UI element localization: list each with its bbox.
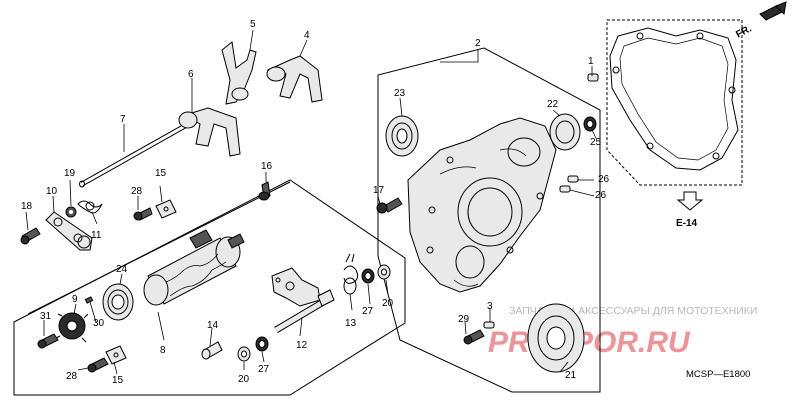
bolt-18 xyxy=(20,227,41,245)
callout-17: 17 xyxy=(373,185,385,196)
gearshift-spindle xyxy=(271,267,335,334)
washer-20-lower xyxy=(237,346,251,362)
watermark-logo: PROSPOR.RU xyxy=(488,326,691,359)
callout-26-lower: 26 xyxy=(595,190,607,201)
dowel-3 xyxy=(483,321,495,329)
shift-drum-center xyxy=(55,312,89,343)
leader-lines xyxy=(25,29,597,375)
plate-15-lower xyxy=(105,345,127,365)
oil-seal-23 xyxy=(385,115,419,157)
callout-28-upper: 28 xyxy=(131,186,143,197)
bearing-22 xyxy=(549,113,581,151)
callout-21: 21 xyxy=(565,370,577,381)
seal-27-lower xyxy=(255,336,269,352)
front-arrow xyxy=(759,1,787,21)
callout-15-lower: 15 xyxy=(112,375,124,386)
fork-shaft xyxy=(79,123,187,188)
callout-27-lower: 27 xyxy=(258,364,270,375)
callout-22: 22 xyxy=(547,99,559,110)
callout-2: 2 xyxy=(475,38,481,49)
callout-30: 30 xyxy=(93,318,105,329)
callout-4: 4 xyxy=(304,30,310,41)
callout-8: 8 xyxy=(160,345,166,356)
front-direction-label: FR. xyxy=(734,23,754,40)
return-spring xyxy=(77,200,103,214)
shift-drum xyxy=(143,229,245,306)
washer-20-upper xyxy=(377,264,391,280)
shift-drum-assembly-outline xyxy=(13,179,406,396)
callout-19: 19 xyxy=(64,168,76,179)
plate-15-upper xyxy=(155,199,177,219)
callout-10: 10 xyxy=(46,186,58,197)
callout-27-upper: 27 xyxy=(362,306,374,317)
section-reference-e14: E-14 xyxy=(676,218,698,229)
dowel-pins-26 xyxy=(559,175,579,193)
callout-13: 13 xyxy=(345,318,357,329)
bolt-29 xyxy=(463,329,485,345)
callout-11: 11 xyxy=(91,230,102,241)
callout-3: 3 xyxy=(487,301,493,312)
callout-16: 16 xyxy=(261,161,273,172)
callout-24: 24 xyxy=(116,264,128,275)
bolt-28-upper xyxy=(133,207,153,221)
callout-14: 14 xyxy=(207,320,219,331)
outline-inner-edge xyxy=(27,181,291,315)
bearing-21 xyxy=(527,303,585,373)
bolt-1 xyxy=(587,73,599,82)
cover-gasket xyxy=(609,27,739,171)
shift-fork-5 xyxy=(221,41,257,105)
callout-1: 1 xyxy=(588,56,594,67)
seal-27-upper xyxy=(361,268,375,284)
callout-25: 25 xyxy=(590,137,602,148)
callout-23: 23 xyxy=(394,88,406,99)
shift-fork-6 xyxy=(178,107,241,157)
callout-6: 6 xyxy=(188,69,194,80)
section-arrow xyxy=(676,191,704,211)
callout-20-lower: 20 xyxy=(238,374,250,385)
collar-19 xyxy=(65,206,77,218)
callout-20-upper: 20 xyxy=(382,298,394,309)
bolt-28-lower xyxy=(87,357,109,373)
callout-9: 9 xyxy=(72,294,78,305)
gasket-inset-outline xyxy=(606,19,743,186)
callout-29: 29 xyxy=(458,314,470,325)
callout-18: 18 xyxy=(21,201,33,212)
callout-7: 7 xyxy=(120,114,126,125)
callout-31: 31 xyxy=(40,311,52,322)
stopper-arm xyxy=(45,211,93,251)
callout-12: 12 xyxy=(296,340,308,351)
callout-26-upper: 26 xyxy=(598,174,610,185)
shift-fork-4 xyxy=(266,55,323,103)
pin-30 xyxy=(84,296,94,304)
seal-25 xyxy=(583,116,597,132)
diagram-code: MCSP—E1800 xyxy=(686,369,750,380)
right-crankcase-cover xyxy=(407,117,557,293)
stopper-pin-14 xyxy=(201,341,223,360)
callout-28-lower: 28 xyxy=(66,371,78,382)
callout-5: 5 xyxy=(250,19,256,30)
callout-15-upper: 15 xyxy=(155,168,167,179)
bearing-24 xyxy=(102,283,134,321)
bolt-31 xyxy=(37,333,59,349)
return-spring-13 xyxy=(343,253,359,295)
bolt-17 xyxy=(376,197,403,214)
bolt-16 xyxy=(258,181,271,201)
